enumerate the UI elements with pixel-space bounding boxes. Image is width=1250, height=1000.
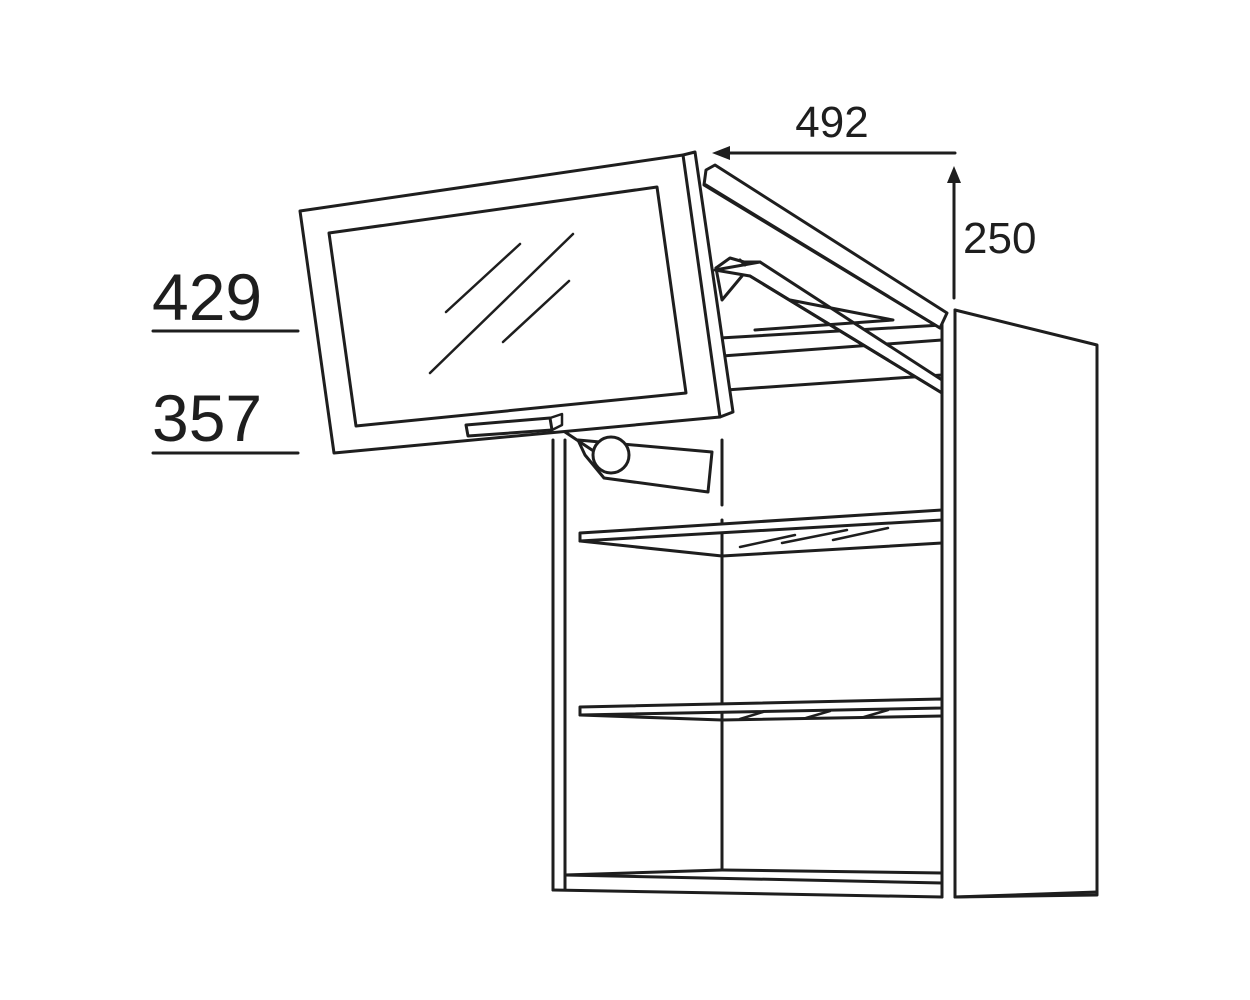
lift-mechanism-struts: [702, 163, 949, 395]
cabinet-side-panel: [953, 308, 1099, 899]
dimension-label-429: 429: [152, 260, 262, 334]
lift-mechanism-bracket: [563, 430, 714, 494]
dimension-label-492: 492: [795, 98, 868, 147]
dimension-label-250: 250: [963, 214, 1036, 263]
dimension-top-height: 250: [947, 166, 1036, 300]
shelf-upper: [578, 508, 944, 558]
dimension-left-upper: 429: [151, 260, 300, 334]
dimension-label-357: 357: [152, 381, 262, 455]
cabinet-front-frame: [551, 308, 1099, 899]
dimension-top-width: 492: [712, 98, 957, 160]
dimension-left-lower: 357: [151, 381, 300, 455]
shelf-lower: [578, 697, 944, 722]
glass-door: [298, 150, 735, 455]
